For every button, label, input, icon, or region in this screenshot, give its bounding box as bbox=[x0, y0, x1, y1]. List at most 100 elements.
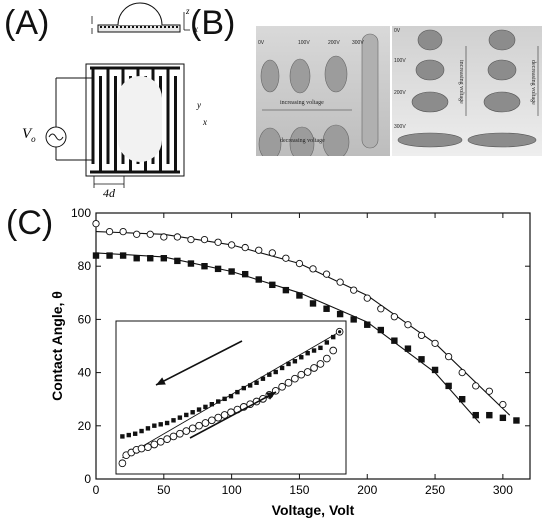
data-point-open-circle bbox=[233, 405, 242, 414]
data-point-open-circle bbox=[322, 354, 331, 363]
data-point-open-circle bbox=[127, 448, 136, 457]
y-tick-label: 20 bbox=[78, 419, 92, 433]
data-point-filled-square bbox=[209, 402, 215, 407]
data-point-open-circle bbox=[200, 235, 209, 244]
data-point-open-circle bbox=[173, 233, 182, 241]
data-point-filled-square bbox=[311, 348, 317, 353]
data-point-filled-square bbox=[418, 356, 425, 363]
data-point-filled-square bbox=[152, 423, 157, 428]
inset-arrow-increasing bbox=[189, 391, 277, 439]
droplet-side-view bbox=[117, 2, 163, 26]
panel-label-c: (C) bbox=[6, 204, 54, 242]
voltage-tag: 200V bbox=[394, 90, 406, 96]
data-point-filled-square bbox=[309, 300, 317, 307]
data-point-filled-square bbox=[158, 422, 163, 427]
data-point-filled-square bbox=[241, 385, 246, 391]
data-point-filled-square bbox=[458, 396, 466, 403]
data-point-open-circle bbox=[195, 421, 203, 430]
data-point-open-circle bbox=[122, 451, 131, 460]
electrode-schematic bbox=[45, 2, 190, 188]
panel-label-a: (A) bbox=[4, 4, 50, 42]
data-point-filled-square bbox=[286, 361, 291, 367]
voltage-tag: 100V bbox=[298, 40, 310, 46]
panel-label-b: (B) bbox=[190, 4, 236, 42]
data-point-filled-square bbox=[171, 418, 176, 423]
data-point-filled-square bbox=[222, 396, 227, 402]
data-point-filled-square bbox=[247, 383, 253, 388]
data-point-filled-square bbox=[377, 326, 385, 334]
droplet-photo-left: increasing voltage decreasing voltage 0V… bbox=[256, 26, 390, 156]
y-tick-label: 100 bbox=[71, 206, 91, 220]
data-point-filled-square bbox=[269, 281, 276, 289]
data-point-open-circle bbox=[255, 246, 263, 254]
data-point-open-circle bbox=[214, 413, 223, 422]
inset-arrow-decreasing bbox=[155, 340, 243, 386]
data-point-open-circle bbox=[239, 403, 248, 411]
data-point-open-circle bbox=[444, 352, 453, 361]
data-point-filled-square bbox=[228, 393, 234, 399]
data-point-filled-square bbox=[214, 265, 222, 273]
data-point-filled-square bbox=[324, 340, 330, 345]
droplet-photo-right: increasing voltage decreasing voltage 0V… bbox=[392, 26, 542, 156]
data-point-open-circle bbox=[404, 321, 412, 329]
y-tick-label: 40 bbox=[78, 366, 92, 380]
data-point-filled-square bbox=[260, 376, 266, 381]
data-point-filled-square bbox=[201, 263, 208, 270]
data-point-filled-square bbox=[279, 365, 285, 371]
data-point-filled-square bbox=[119, 252, 127, 259]
data-point-open-circle bbox=[207, 416, 216, 425]
droplet-top-view bbox=[118, 76, 162, 162]
data-point-open-circle bbox=[350, 286, 358, 294]
arrow-decreasing-right: decreasing voltage bbox=[530, 60, 536, 105]
data-point-filled-square bbox=[92, 252, 100, 259]
inset-frame bbox=[115, 320, 347, 475]
data-point-filled-square bbox=[139, 428, 144, 434]
data-point-filled-square bbox=[318, 345, 323, 351]
data-point-filled-square bbox=[296, 292, 303, 299]
data-point-filled-square bbox=[164, 420, 170, 426]
data-point-filled-square bbox=[331, 334, 336, 340]
data-point-open-circle bbox=[160, 233, 168, 241]
data-point-filled-square bbox=[145, 426, 151, 431]
data-point-open-circle bbox=[252, 397, 261, 406]
data-point-open-circle bbox=[105, 227, 114, 236]
arrow-decreasing-left: decreasing voltage bbox=[280, 138, 325, 144]
data-point-filled-square bbox=[486, 411, 493, 419]
data-point-filled-square bbox=[133, 255, 140, 262]
x-axis-label: Voltage, Volt bbox=[272, 502, 355, 518]
inset-arrow-increasing-head bbox=[266, 392, 276, 400]
x-tick-label: 300 bbox=[493, 483, 513, 497]
fit-curve bbox=[95, 231, 511, 416]
data-point-open-circle bbox=[188, 424, 197, 433]
data-point-open-circle bbox=[417, 331, 426, 340]
data-point-filled-square bbox=[241, 270, 249, 278]
y-tick-label: 0 bbox=[84, 472, 91, 486]
pitch-label: 4d bbox=[103, 186, 115, 200]
data-point-open-circle bbox=[246, 400, 255, 409]
data-point-open-circle bbox=[227, 241, 236, 249]
data-point-filled-square bbox=[132, 431, 138, 436]
voltage-tag: 0V bbox=[258, 40, 265, 46]
voltage-tag: 0V bbox=[394, 28, 401, 34]
data-point-open-circle bbox=[329, 346, 338, 355]
data-point-filled-square bbox=[187, 260, 195, 267]
data-point-open-circle bbox=[377, 305, 385, 313]
plot-frame bbox=[95, 212, 531, 480]
data-point-filled-square bbox=[160, 255, 168, 262]
data-point-filled-square bbox=[472, 411, 479, 419]
data-point-open-circle bbox=[144, 443, 152, 452]
data-point-open-circle bbox=[241, 243, 249, 252]
data-point-filled-square bbox=[190, 410, 195, 415]
source-label: Vo bbox=[22, 126, 36, 144]
data-point-filled-square bbox=[391, 337, 398, 344]
data-point-filled-square bbox=[364, 321, 371, 328]
data-point-filled-square bbox=[431, 366, 439, 374]
data-point-open-circle bbox=[214, 238, 222, 246]
data-point-filled-square bbox=[106, 252, 113, 259]
data-point-open-circle bbox=[227, 408, 235, 417]
y-axis-label: Contact Angle, θ bbox=[49, 291, 65, 401]
data-point-open-circle bbox=[322, 270, 331, 278]
data-point-filled-square bbox=[235, 389, 240, 395]
data-point-filled-square bbox=[299, 355, 304, 360]
data-point-open-circle bbox=[499, 400, 507, 409]
